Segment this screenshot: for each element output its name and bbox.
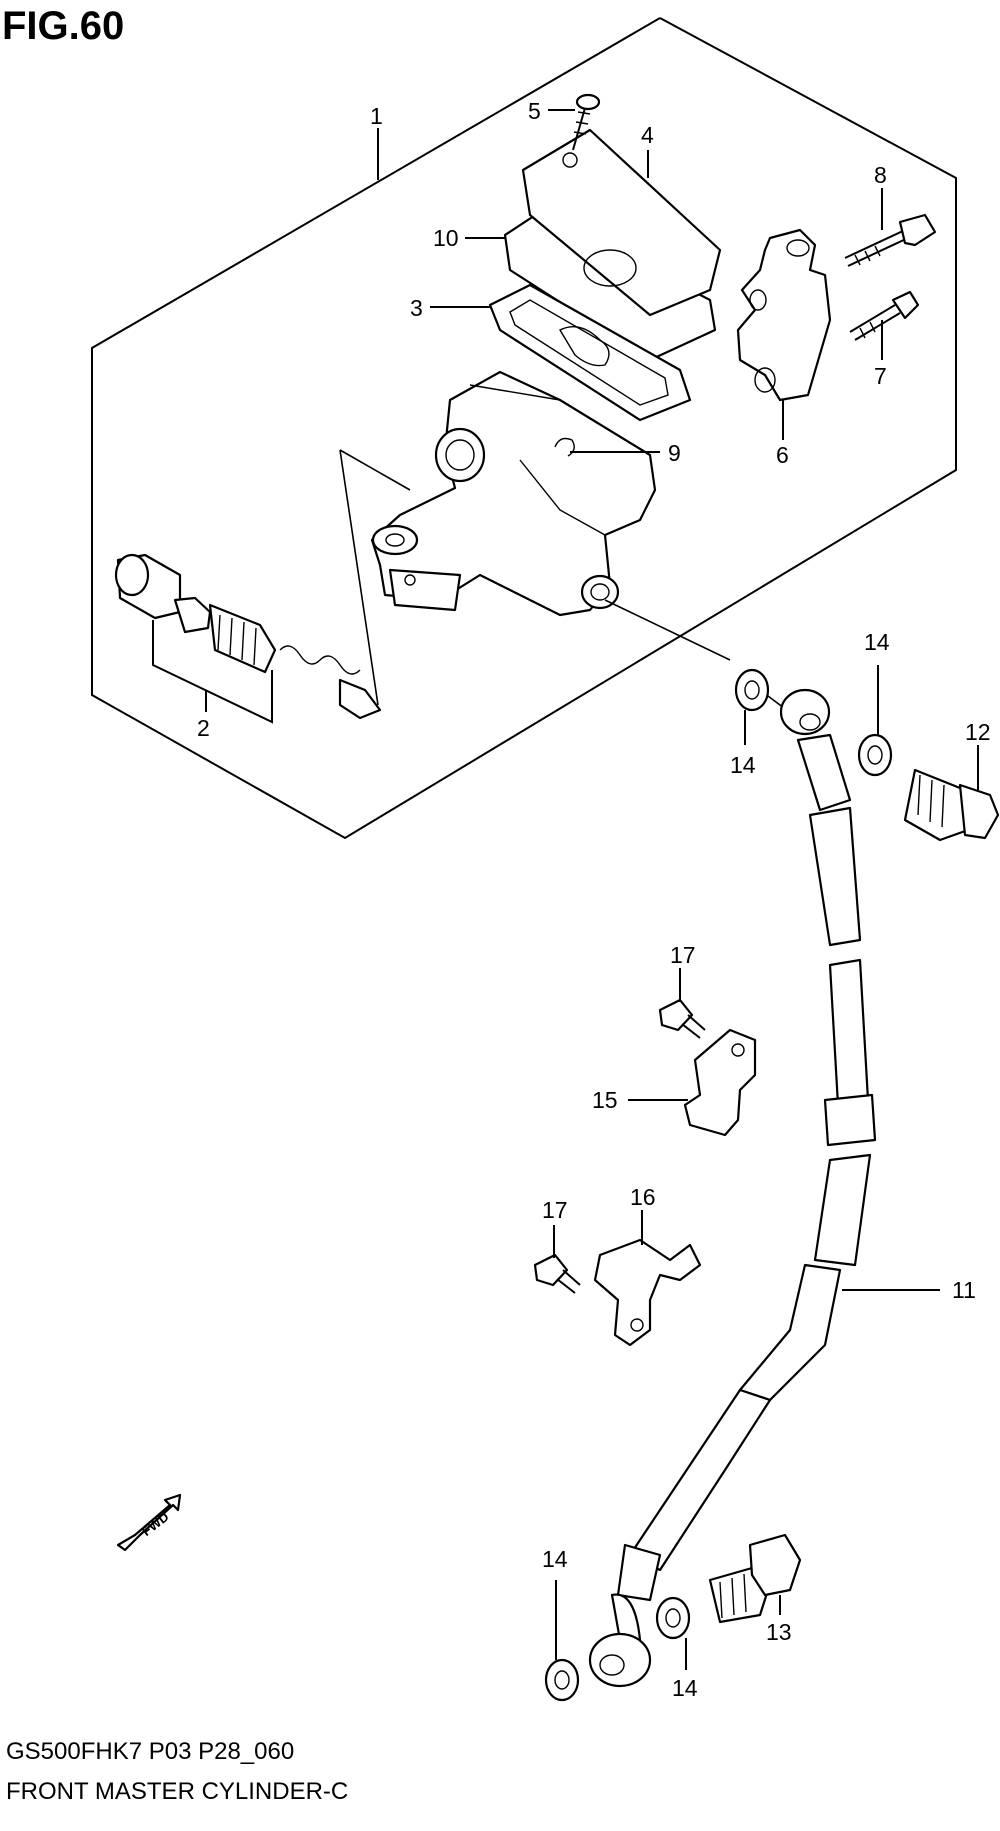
callout-5: 5	[528, 98, 541, 124]
bolt-17-b	[533, 1253, 581, 1294]
reservoir-gasket	[488, 283, 692, 422]
cap-window	[583, 249, 637, 287]
piston-set	[114, 553, 382, 720]
callout-6: 6	[776, 442, 789, 468]
callout-11: 11	[952, 1277, 976, 1303]
reservoir-cap	[521, 128, 722, 317]
callout-3: 3	[410, 295, 423, 321]
washer-14-b	[857, 733, 893, 777]
union-bolt-12	[903, 768, 1000, 842]
bolt-17-a	[658, 998, 706, 1039]
callout-12: 12	[965, 719, 991, 745]
callout-14-d: 14	[672, 1675, 698, 1701]
figure-name: FRONT MASTER CYLINDER-C	[6, 1778, 349, 1805]
union-bolt-13	[708, 1533, 802, 1624]
callout-8: 8	[874, 162, 887, 188]
callout-17-b: 17	[542, 1197, 568, 1223]
brake-hose	[588, 688, 877, 1688]
callout-15: 15	[592, 1087, 618, 1113]
clamp-16	[593, 1238, 702, 1347]
screw-5	[572, 93, 601, 151]
bolt-8	[844, 213, 937, 267]
master-cylinder-holder	[736, 228, 832, 402]
callout-14-b: 14	[864, 629, 890, 655]
guide-line-outlet	[604, 599, 731, 661]
callout-4: 4	[641, 122, 654, 148]
fwd-arrow-icon: FWD	[116, 1493, 182, 1552]
callout-9: 9	[668, 440, 681, 466]
figure-title: FIG.60	[2, 4, 125, 48]
callout-2: 2	[197, 715, 210, 741]
fwd-label: FWD	[139, 1509, 172, 1539]
callout-1: 1	[370, 103, 383, 129]
model-code: GS500FHK7 P03 P28_060	[6, 1738, 295, 1765]
washer-14-c	[544, 1658, 580, 1702]
guide-line-piston	[339, 449, 411, 706]
clamp-15	[683, 1028, 757, 1137]
callout-10: 10	[433, 225, 459, 251]
assembly-outline	[91, 17, 957, 840]
washer-14-a	[734, 668, 770, 712]
callout-14-a: 14	[730, 752, 756, 778]
callout-16: 16	[630, 1184, 656, 1210]
callout-7: 7	[874, 363, 887, 389]
washer-14-d	[655, 1596, 691, 1640]
callout-17-a: 17	[670, 942, 696, 968]
bolt-7	[849, 290, 920, 341]
callout-13: 13	[766, 1619, 792, 1645]
gasket-bellows	[559, 326, 610, 367]
gasket-inner	[509, 299, 669, 406]
master-cylinder-body	[370, 370, 657, 617]
leader-2	[152, 620, 273, 724]
callout-14-c: 14	[542, 1546, 568, 1572]
cap-screw-hole	[562, 152, 578, 168]
